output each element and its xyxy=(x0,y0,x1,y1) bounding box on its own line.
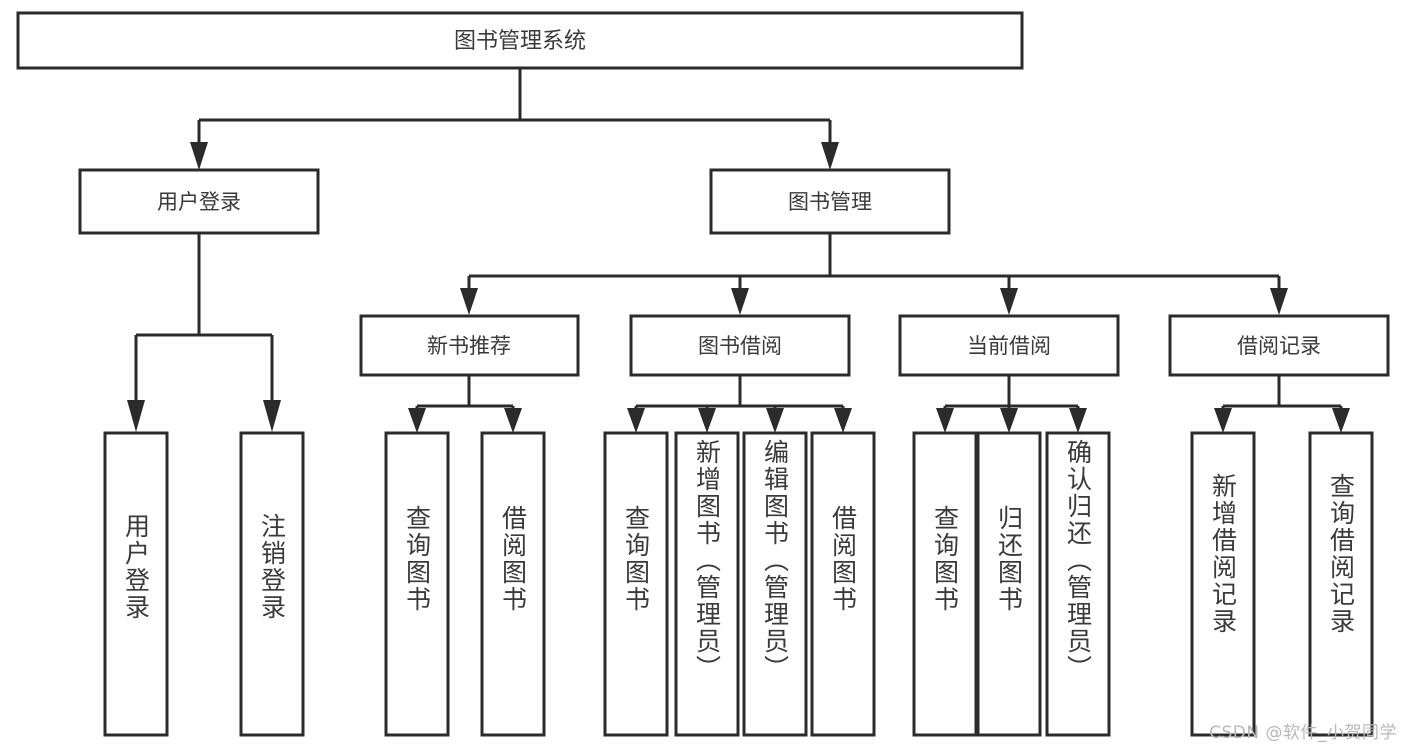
node-user-login[interactable]: 用户登录 xyxy=(78,168,320,235)
leaf-box-query-book-3[interactable] xyxy=(912,431,978,737)
node-current-borrow[interactable]: 当前借阅 xyxy=(898,314,1120,377)
leaf-box-edit-book[interactable] xyxy=(742,431,808,737)
arrow-head-current-borrow xyxy=(1000,288,1018,315)
leaf-box-borrow-book-1[interactable] xyxy=(480,431,546,737)
node-borrow-record-box[interactable] xyxy=(1168,314,1390,377)
arrow-head-user-login xyxy=(190,142,208,170)
node-book-borrow[interactable]: 图书借阅 xyxy=(629,314,851,377)
leaf-box-return-book[interactable] xyxy=(976,431,1042,737)
arrow-head-leaf-query-book-1 xyxy=(408,408,426,433)
arrow-head-leaf-borrow-book-1 xyxy=(504,408,522,433)
node-new-book-recommend-box[interactable] xyxy=(359,314,580,377)
arrow-head-leaf-add-record xyxy=(1214,408,1232,433)
node-current-borrow-label: 当前借阅 xyxy=(967,334,1051,358)
node-book-borrow-label: 图书借阅 xyxy=(698,334,782,358)
leaf-box-user-logout[interactable] xyxy=(239,431,305,737)
arrow-head-leaf-query-record xyxy=(1332,408,1350,433)
node-book-manage-label: 图书管理 xyxy=(788,190,872,214)
leaf-box-confirm-return[interactable] xyxy=(1045,431,1111,737)
node-root-box[interactable] xyxy=(16,11,1024,70)
arrow-head-leaf-borrow-book-2 xyxy=(834,408,852,433)
leaf-box-query-book-1[interactable] xyxy=(384,431,450,737)
leaf-boxes xyxy=(103,431,1374,737)
node-new-book-recommend[interactable]: 新书推荐 xyxy=(359,314,580,377)
connector-group-book-manage xyxy=(460,233,1288,315)
node-borrow-record[interactable]: 借阅记录 xyxy=(1168,314,1390,377)
arrow-head-borrow-record xyxy=(1270,288,1288,315)
connector-group-user-login xyxy=(127,233,281,432)
arrow-head-leaf-return-book xyxy=(1000,408,1018,433)
connector-group-root xyxy=(190,68,839,170)
node-user-login-box[interactable] xyxy=(78,168,320,235)
node-user-login-label: 用户登录 xyxy=(157,190,241,214)
connector-group-borrow-record xyxy=(1214,375,1350,433)
arrow-head-leaf-query-book-3 xyxy=(936,408,954,433)
leaf-box-query-record[interactable] xyxy=(1308,431,1374,737)
arrow-head-leaf-user-logout xyxy=(263,400,281,432)
watermark-text: CSDN @软件_小贺同学 xyxy=(1209,723,1397,743)
arrow-head-leaf-confirm-return xyxy=(1069,408,1087,433)
node-book-manage-box[interactable] xyxy=(709,168,951,235)
node-root[interactable]: 图书管理系统 xyxy=(16,11,1024,70)
arrow-head-leaf-user-login xyxy=(127,400,145,432)
node-book-borrow-box[interactable] xyxy=(629,314,851,377)
arrow-head-leaf-add-book xyxy=(698,408,716,433)
leaf-box-borrow-book-2[interactable] xyxy=(810,431,876,737)
node-book-manage[interactable]: 图书管理 xyxy=(709,168,951,235)
node-current-borrow-box[interactable] xyxy=(898,314,1120,377)
arrow-head-new-book-recommend xyxy=(460,288,478,315)
arrow-head-book-borrow xyxy=(731,288,749,315)
connector-group-current-borrow xyxy=(936,375,1087,433)
leaf-box-query-book-2[interactable] xyxy=(603,431,669,737)
node-borrow-record-label: 借阅记录 xyxy=(1237,334,1321,358)
node-new-book-recommend-label: 新书推荐 xyxy=(427,334,511,358)
connector-group-new-book-recommend xyxy=(408,375,522,433)
arrow-head-leaf-edit-book xyxy=(766,408,784,433)
leaf-box-add-book[interactable] xyxy=(674,431,740,737)
node-root-label: 图书管理系统 xyxy=(454,29,586,54)
arrow-head-book-manage xyxy=(821,142,839,170)
leaf-box-user-login[interactable] xyxy=(103,431,169,737)
connector-group-book-borrow xyxy=(627,375,852,433)
leaf-box-add-record[interactable] xyxy=(1190,431,1256,737)
arrow-head-leaf-query-book-2 xyxy=(627,408,645,433)
